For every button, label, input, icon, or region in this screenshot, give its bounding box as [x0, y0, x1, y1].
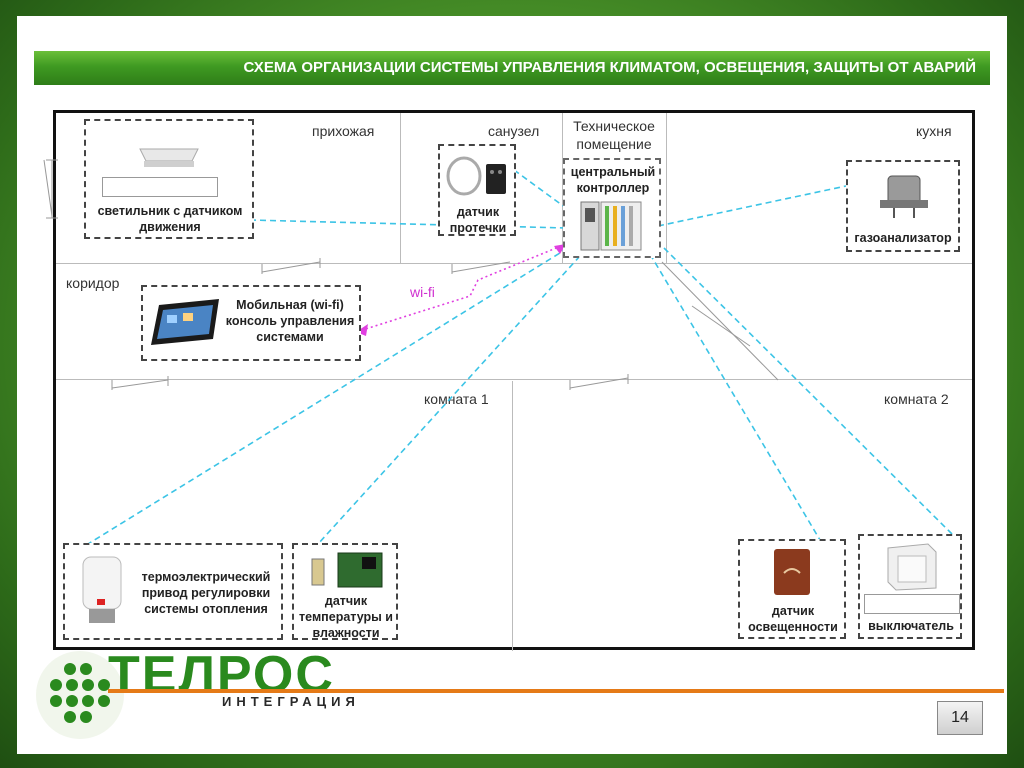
- mobile-console-device: Мобильная (wi-fi) консоль управления сис…: [141, 285, 361, 361]
- tablet-icon: [151, 299, 219, 345]
- leak-sensor-label: датчик протечки: [449, 205, 507, 235]
- wall-upper-horizontal: [56, 263, 972, 264]
- temp-sensor-board-icon: [311, 552, 383, 588]
- room-label-hallway: прихожая: [312, 123, 375, 139]
- room-label-room1: комната 1: [424, 391, 489, 407]
- slide-title: СХЕМА ОРГАНИЗАЦИИ СИСТЕМЫ УПРАВЛЕНИЯ КЛИ…: [34, 51, 990, 85]
- temp-humidity-label: датчик температуры и влажности: [299, 594, 393, 640]
- gas-analyzer-device: газоанализатор: [846, 160, 960, 252]
- room-label-corridor: коридор: [66, 275, 120, 291]
- thermo-actuator-icon: [82, 556, 122, 623]
- brand-subtitle: ИНТЕГРАЦИЯ: [222, 694, 360, 709]
- switch-icon: [887, 543, 937, 591]
- gas-sensor-icon: [880, 175, 928, 218]
- lamp-device: светильник с датчиком движения: [84, 119, 254, 239]
- wall-hall-bath: [400, 113, 401, 263]
- mobile-console-label: Мобильная (wi-fi) консоль управления сис…: [225, 298, 355, 344]
- footer-divider: [108, 689, 1004, 693]
- leak-sensor-device: датчик протечки: [438, 144, 516, 236]
- thermo-actuator-device: термоэлектрический привод регулировки си…: [63, 543, 283, 640]
- room-label-technical: Техническое помещение: [573, 118, 655, 152]
- temp-humidity-sensor-device: датчик температуры и влажности: [292, 543, 398, 640]
- wall-room1-room2: [512, 381, 513, 651]
- switch-label: выключатель: [868, 619, 954, 633]
- telros-logo-icon: [36, 651, 124, 739]
- room-label-room2: комната 2: [884, 391, 949, 407]
- room-label-kitchen: кухня: [916, 123, 952, 139]
- wifi-label: wi-fi: [410, 284, 435, 300]
- light-sensor-label: датчик освещенности: [748, 604, 838, 634]
- wall-tech-kitchen: [666, 113, 667, 263]
- light-sensor-icon: [774, 549, 810, 595]
- thermo-actuator-label: термоэлектрический привод регулировки си…: [141, 570, 271, 616]
- wall-middle-horizontal: [56, 379, 972, 380]
- brand-name: ТЕЛРОС: [108, 646, 335, 704]
- light-sensor-device: датчик освещенности: [738, 539, 846, 639]
- room-label-bathroom: санузел: [488, 123, 540, 139]
- switch-device: выключатель: [858, 534, 962, 639]
- page-number: 14: [937, 701, 983, 735]
- controller-label: центральный контроллер: [570, 165, 656, 195]
- gas-analyzer-label: газоанализатор: [854, 231, 952, 245]
- central-controller-device: центральный контроллер: [563, 158, 661, 258]
- leak-sensor-icon: [446, 156, 506, 196]
- ceiling-lamp-icon: [139, 148, 199, 167]
- controller-icon: [580, 201, 642, 251]
- lamp-label: светильник с датчиком движения: [97, 204, 243, 234]
